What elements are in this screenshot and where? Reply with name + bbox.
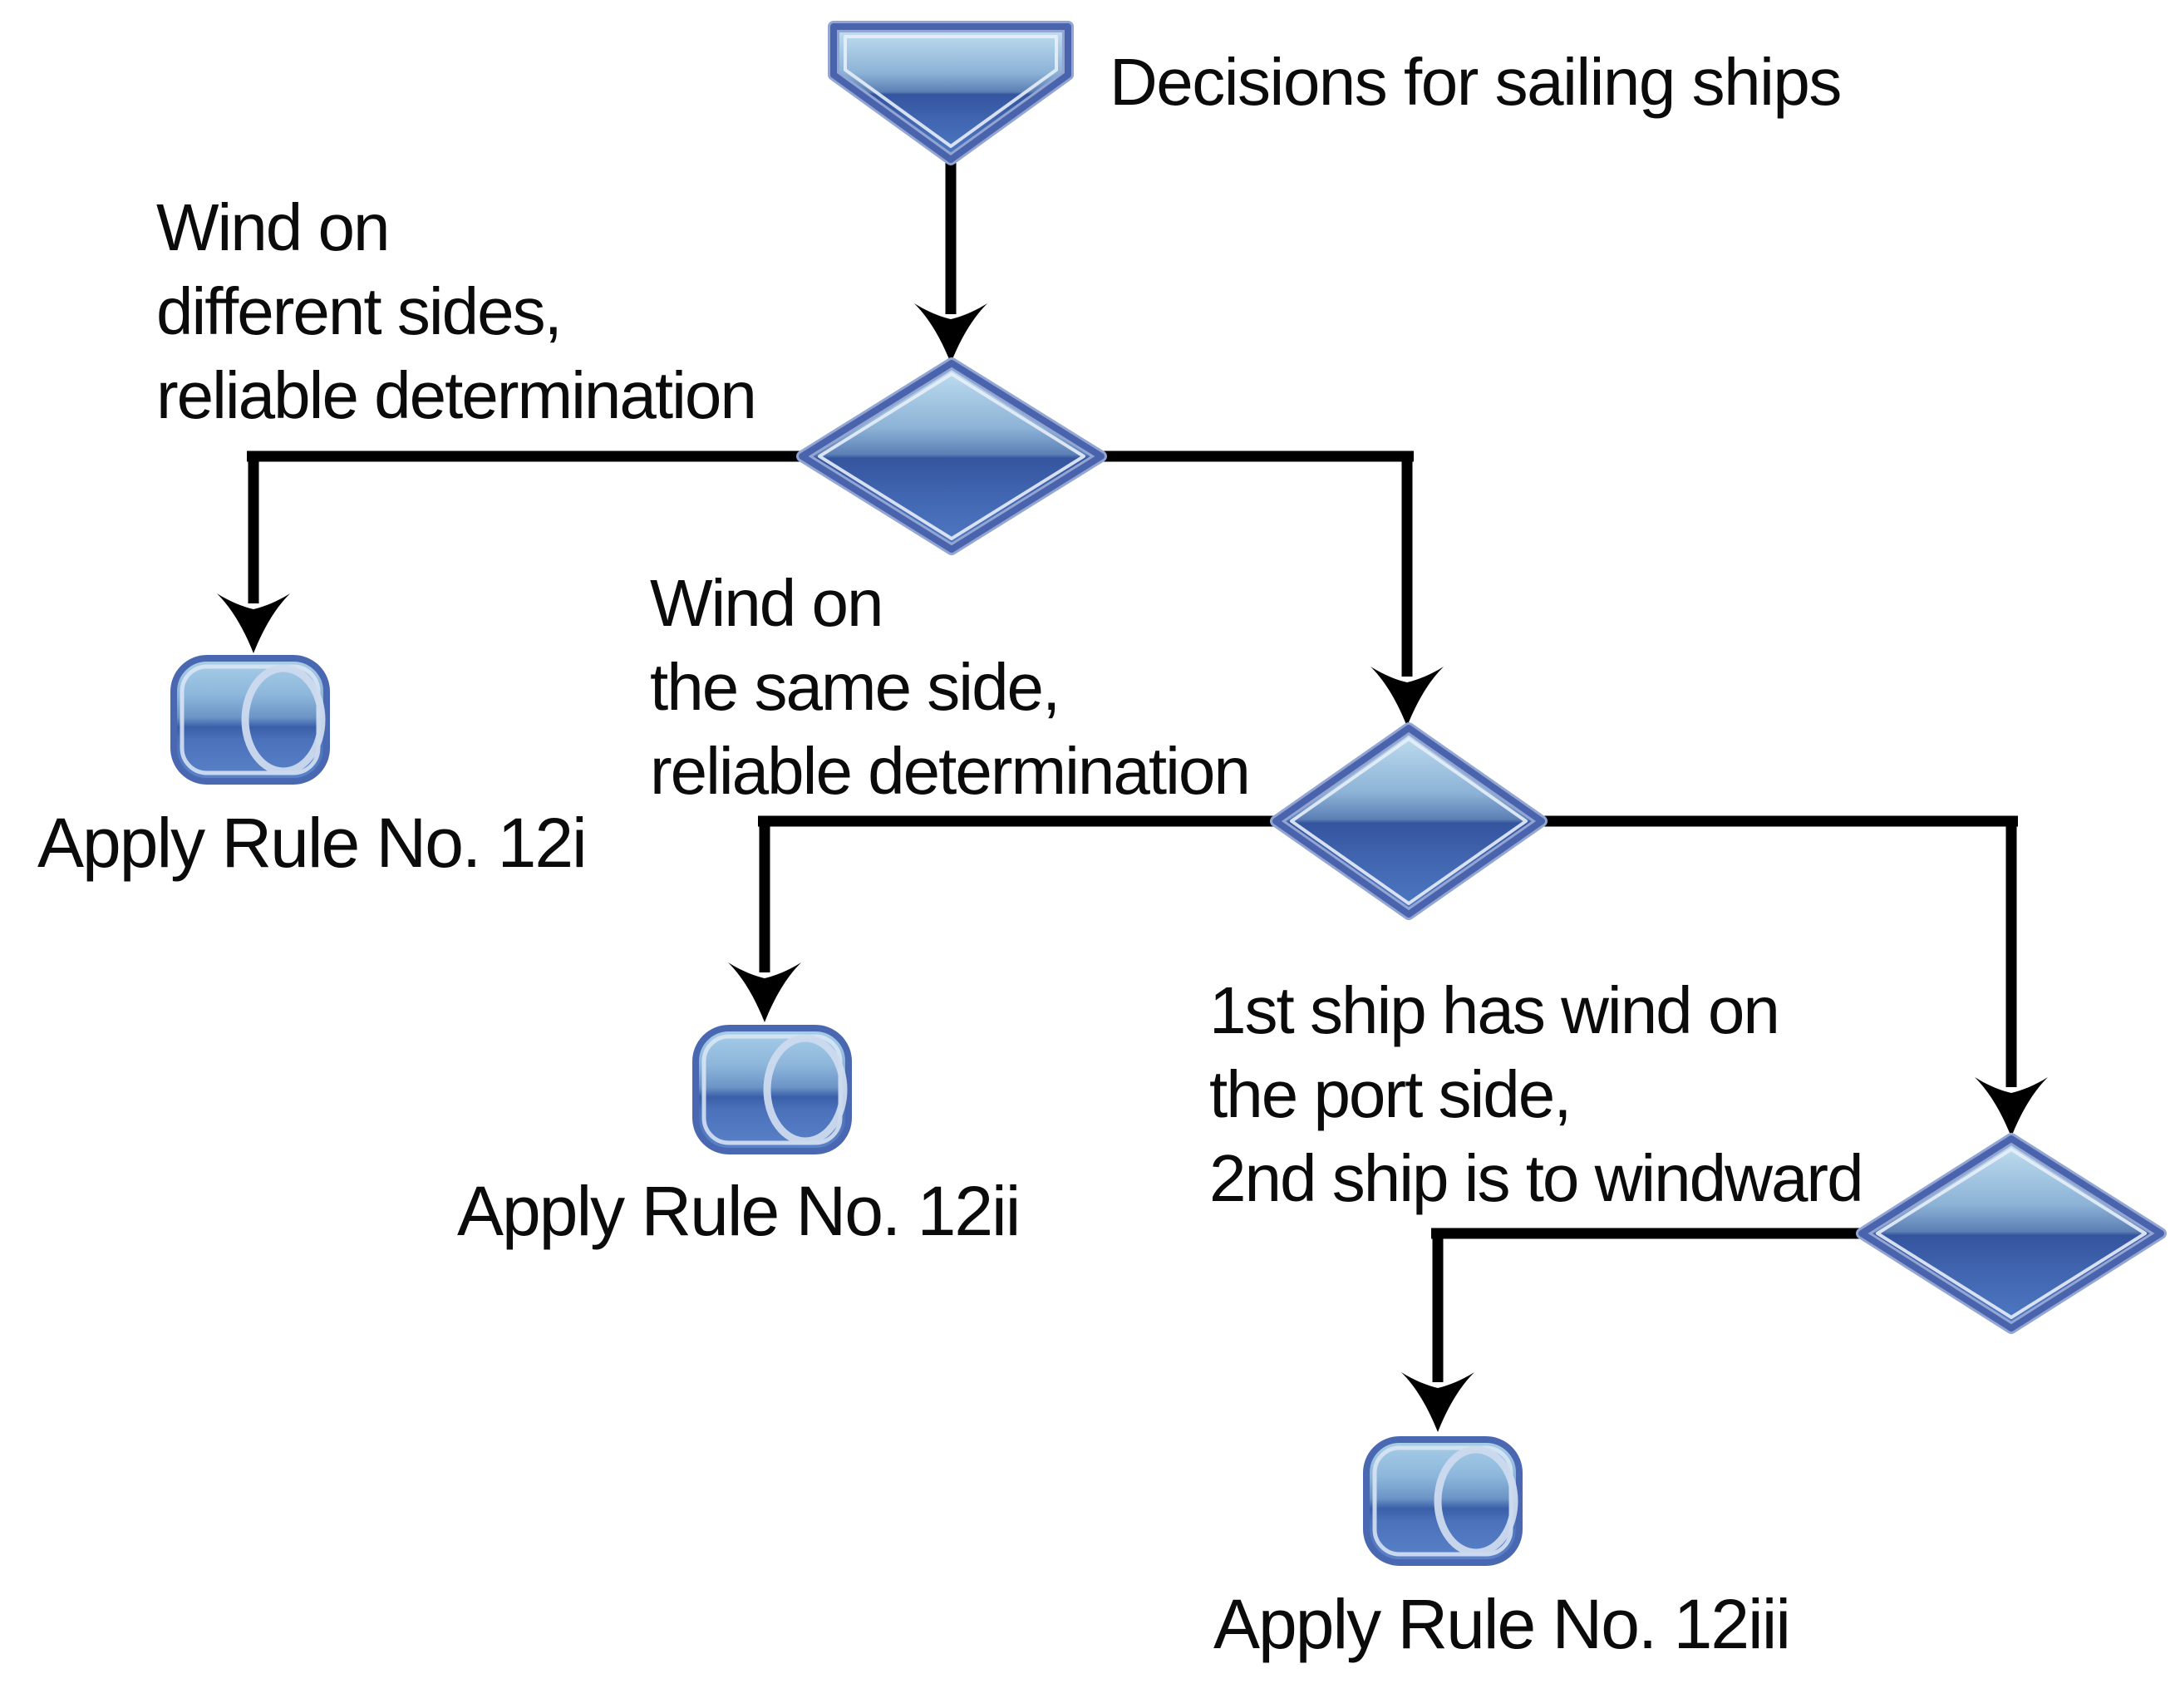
connector-decision2-to-rule2 — [758, 815, 1276, 972]
database-cylinder-icon-2 — [696, 1028, 849, 1151]
database-cylinder-icon-1 — [174, 658, 327, 781]
start-merge-funnel-icon — [828, 21, 1074, 165]
branch-label-wind-same-side: Wind on the same side, reliable determin… — [650, 561, 1251, 813]
branch-label-line: Wind on — [650, 566, 883, 640]
decision-diamond-icon-2 — [1270, 722, 1548, 920]
branch-label-line: 1st ship has wind on — [1209, 973, 1780, 1047]
branch-label-line: 2nd ship is to windward — [1209, 1141, 1864, 1215]
branch-label-line: the port side, — [1209, 1057, 1572, 1131]
branch-label-wind-different-sides: Wind on different sides, reliable determ… — [156, 185, 757, 437]
diagram-title: Decisions for sailing ships — [1110, 45, 1842, 119]
database-cylinder-icon-3 — [1366, 1440, 1519, 1563]
branch-label-line: different sides, — [156, 274, 563, 348]
branch-label-port-windward: 1st ship has wind on the port side, 2nd … — [1209, 968, 1864, 1220]
decision-diamond-icon-1 — [796, 357, 1107, 555]
branch-label-line: reliable determination — [650, 734, 1251, 808]
decision-diamond-icon-3 — [1856, 1133, 2167, 1334]
branch-label-line: Wind on — [156, 190, 390, 264]
connector-decision3-to-rule3 — [1431, 1228, 1862, 1382]
result-label-rule-12iii: Apply Rule No. 12iii — [1213, 1585, 1791, 1663]
branch-label-line: the same side, — [650, 650, 1060, 724]
result-label-rule-12i: Apply Rule No. 12i — [37, 804, 588, 882]
branch-label-line: reliable determination — [156, 358, 757, 432]
result-label-rule-12ii: Apply Rule No. 12ii — [457, 1172, 1021, 1250]
connector-decision1-to-rule1 — [247, 450, 802, 603]
connector-decision2-to-decision3 — [1542, 815, 2018, 1087]
connector-decision1-to-decision2 — [1101, 450, 1414, 677]
